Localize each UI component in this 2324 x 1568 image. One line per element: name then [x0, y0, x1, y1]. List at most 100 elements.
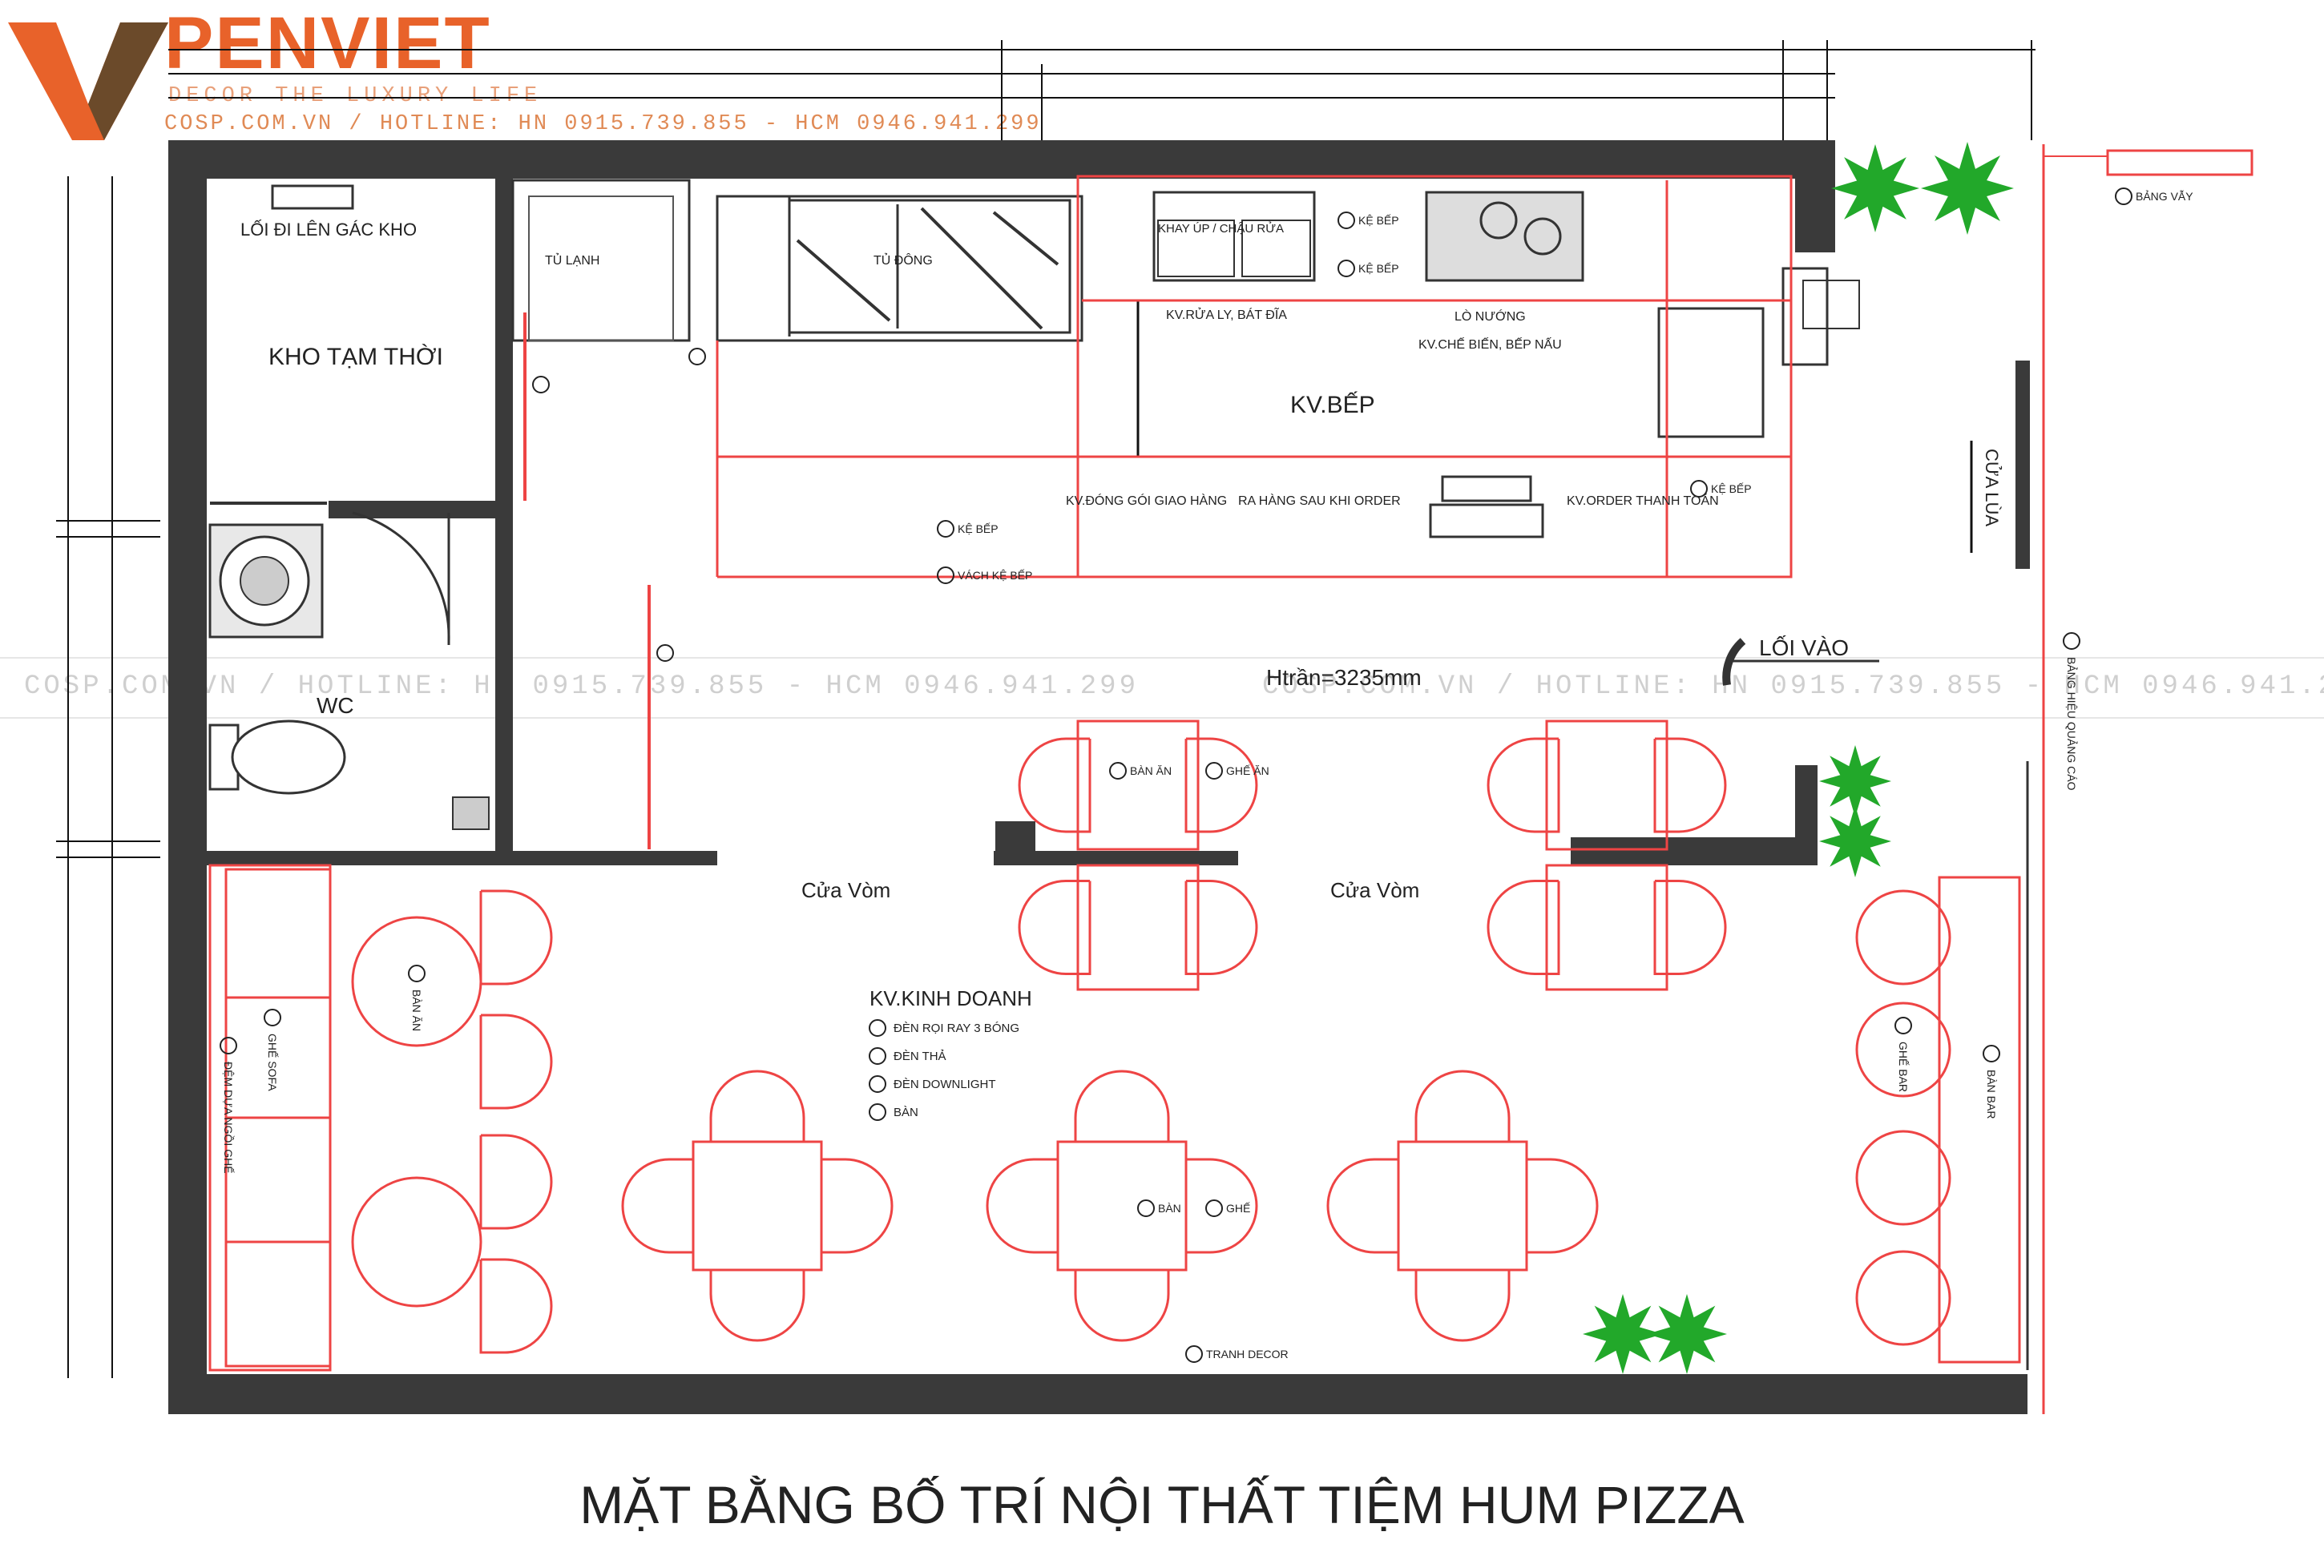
- chair: [820, 1158, 894, 1254]
- plant-icon: [1921, 142, 2014, 235]
- chair: [1018, 737, 1091, 833]
- sink-label: KHAY ÚP / CHẬU RỬA: [1158, 221, 1284, 236]
- brand-logo: [8, 8, 553, 144]
- tag-dining-table: BÀN ĂN: [410, 990, 423, 1031]
- ceiling-height-label: Htrần=3235mm: [1266, 665, 1422, 690]
- chair: [1414, 1268, 1511, 1342]
- chair: [1184, 737, 1258, 833]
- tag-sofa: GHẾ SOFA: [266, 1034, 279, 1091]
- plan-caption: MẶT BẰNG BỐ TRÍ NỘI THẤT TIỆM HUM PIZZA: [579, 1475, 1745, 1534]
- prep-label: KV.CHẾ BIẾN, BẾP NẤU: [1418, 337, 1562, 352]
- bar-stool: [1855, 1130, 1951, 1226]
- legend: ĐÈN RỌI RAY 3 BÓNG ĐÈN THẢ ĐÈN DOWNLIGHT…: [869, 1019, 1019, 1121]
- bar-stool: [1855, 1002, 1951, 1098]
- watermark-right: COSP.COM.VN / HOTLINE: HN 0915.739.855 -…: [1262, 671, 2324, 702]
- chair: [1074, 1268, 1170, 1342]
- tag-kitchen-shelf: KỆ BẾP: [958, 522, 999, 535]
- brand-hotline: COSP.COM.VN / HOTLINE: HN 0915.739.855 -…: [164, 112, 1042, 136]
- chair: [479, 1014, 553, 1110]
- wall-gaps: [717, 850, 1571, 866]
- walls: [168, 140, 2027, 1414]
- business-area-labels: KV.KINH DOANH ĐÈN RỌI RAY 3 BÓNG ĐÈN THẢ…: [869, 986, 1032, 1121]
- plant-icon: [1583, 1294, 1663, 1374]
- storage-room: LỐI ĐI LÊN GÁC KHO KHO TẠM THỜI: [210, 184, 450, 645]
- bar-stool: [1855, 1250, 1951, 1346]
- chair: [479, 889, 553, 986]
- chair: [1653, 880, 1727, 975]
- chair: [1184, 880, 1258, 975]
- kitchen-label: KV.BẾP: [1290, 391, 1375, 418]
- plant-icon: [1647, 1294, 1727, 1374]
- tag-bar-stool: GHẾ BAR: [1897, 1042, 1910, 1092]
- tag-signage: BẢNG HIỆU QUẢNG CÁO: [2065, 657, 2078, 791]
- table: [1545, 720, 1668, 851]
- freezer-label: TỦ ĐÔNG: [874, 252, 933, 268]
- bar-stool: [1855, 889, 1951, 986]
- arch-door-right-label: Cửa Vòm: [1330, 878, 1419, 902]
- tag-kitchen-shelf: KỆ BẾP: [1358, 262, 1399, 275]
- storefront: LỐI VÀO CỬA LÙA Htrần=3235mm Cửa Vòm Cửa…: [801, 144, 2253, 1414]
- tag-sign-board: BẢNG VẪY: [2136, 190, 2193, 203]
- business-area-label: KV.KINH DOANH: [869, 986, 1032, 1010]
- tag-seat-cushion: ĐỆM DỰA NGỒI GHẾ: [222, 1062, 236, 1174]
- chair: [479, 1258, 553, 1354]
- table: [1545, 864, 1668, 991]
- kitchen-area: [511, 175, 1860, 849]
- arch-door-left-label: Cửa Vòm: [801, 878, 890, 902]
- wc-label: WC: [317, 693, 354, 718]
- dimension-lines: [56, 40, 2036, 1378]
- chair: [709, 1268, 805, 1342]
- brand-name: PENVIET: [164, 2, 491, 84]
- plant-icon: [1831, 144, 1919, 232]
- penviet-logo-icon: [8, 22, 168, 140]
- furniture: [208, 720, 2021, 1372]
- chair: [1326, 1158, 1400, 1254]
- watermark-line-top: [0, 657, 2324, 659]
- round-table: [351, 1176, 482, 1308]
- chair: [621, 1158, 695, 1254]
- storage-room-label: KHO TẠM THỜI: [268, 344, 443, 370]
- tag-bar-counter: BÀN BAR: [1985, 1070, 1998, 1119]
- chair: [479, 1134, 553, 1230]
- tag-dining-chair: GHẾ ĂN: [1226, 764, 1269, 777]
- chair: [1487, 737, 1560, 833]
- cashier-label: KV.ORDER THANH TOÁN: [1567, 493, 1719, 508]
- table: [1397, 1140, 1528, 1272]
- packing-label: KV.ĐÓNG GÓI GIAO HÀNG: [1066, 493, 1227, 508]
- pickup-label: RA HÀNG SAU KHI ORDER: [1238, 493, 1401, 508]
- plant-icon: [1819, 805, 1891, 877]
- kitchen-labels: TỦ LẠNH TỦ ĐÔNG KHAY ÚP / CHẬU RỬA LÒ NƯ…: [545, 221, 1719, 508]
- tag-wall-art: TRANH DECOR: [1206, 1348, 1289, 1360]
- table: [1076, 864, 1200, 991]
- chair: [1018, 880, 1091, 975]
- entrance-label: LỐI VÀO: [1759, 635, 1849, 660]
- callout-tags: BÀN ĂN GHẾ ĂN KỆ BẾP VÁCH KỆ BẾP KỆ BẾP …: [220, 187, 2193, 1363]
- sliding-door-label: CỬA LÙA: [1982, 449, 2002, 526]
- bar-counter: [1938, 876, 2021, 1364]
- table: [1076, 720, 1200, 851]
- chair: [1487, 880, 1560, 975]
- wc-room: WC: [208, 523, 490, 830]
- legend-item: ĐÈN RỌI RAY 3 BÓNG: [894, 1022, 1019, 1035]
- tag-dining-table: BÀN ĂN: [1130, 764, 1172, 777]
- chair: [1074, 1070, 1170, 1143]
- brand-tagline: DECOR THE LUXURY LIFE: [168, 84, 543, 108]
- plant-icon: [1819, 745, 1891, 817]
- table: [692, 1140, 823, 1272]
- chair: [709, 1070, 805, 1143]
- chair: [1414, 1070, 1511, 1143]
- chair: [986, 1158, 1059, 1254]
- tag-table: BÀN: [1158, 1202, 1181, 1215]
- chair: [1653, 737, 1727, 833]
- tag-chair: GHẾ: [1226, 1202, 1250, 1215]
- fridge-label: TỦ LẠNH: [545, 252, 599, 268]
- tag-kitchen-wall-shelf: VÁCH KỆ BẾP: [958, 569, 1032, 582]
- plants: [1583, 142, 2014, 1374]
- chair: [1525, 1158, 1599, 1254]
- oven-label: LÒ NƯỚNG: [1455, 308, 1526, 324]
- legend-item: ĐÈN THẢ: [894, 1050, 946, 1063]
- watermark-line-bottom: [0, 717, 2324, 719]
- tag-kitchen-shelf: KỆ BẾP: [1358, 214, 1399, 227]
- storage-access-label: LỐI ĐI LÊN GÁC KHO: [240, 219, 417, 240]
